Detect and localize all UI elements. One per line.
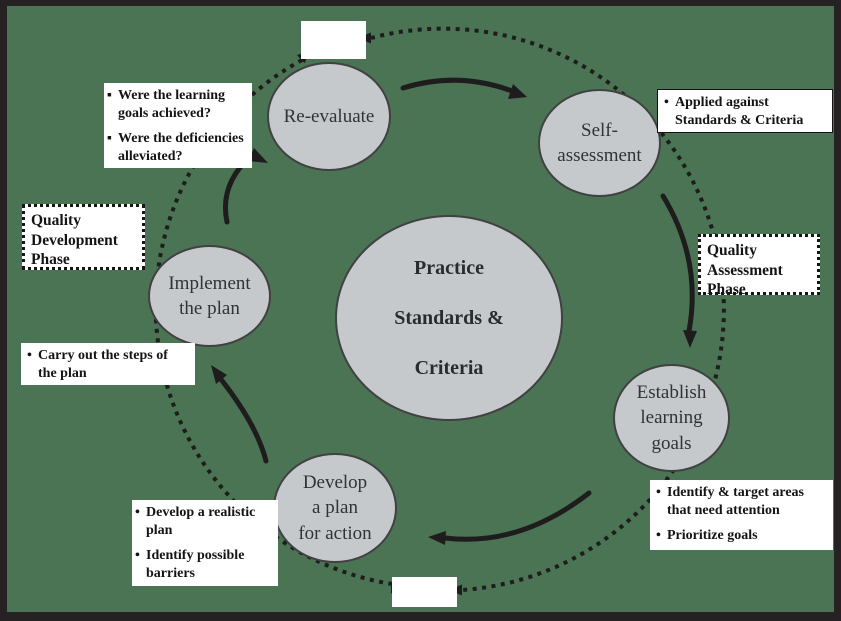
- blank-label-box-top: [301, 21, 366, 59]
- note-line: goals achieved?: [118, 105, 211, 121]
- bullet-icon: •: [664, 95, 669, 110]
- note-line: Identify & target areas: [667, 485, 804, 500]
- node-develop-line-2: a plan: [312, 497, 358, 519]
- node-implement-line-1: Implement: [168, 272, 251, 294]
- note-develop-realistic-plan: • Develop a realistic plan • Identify po…: [132, 500, 278, 586]
- bullet-icon: •: [135, 547, 140, 563]
- note-item: • Develop a realistic plan: [135, 504, 274, 540]
- bullet-icon: •: [135, 505, 140, 520]
- note-line: barriers: [146, 565, 195, 581]
- arrowhead-establish-to-develop-icon: [428, 531, 446, 545]
- blank-label-box-bottom: [392, 577, 457, 607]
- note-item: • Prioritize goals: [656, 527, 829, 545]
- note-line: Were the learning: [118, 88, 226, 103]
- arrowhead-reevaluate-to-selfassessment-icon: [508, 84, 527, 99]
- node-establish-learning-goals: Establish learning goals: [613, 364, 730, 472]
- note-item: • Identify possible barriers: [135, 547, 274, 583]
- center-line-3: Criteria: [414, 357, 484, 379]
- bullet-icon: •: [656, 527, 661, 543]
- arrow-establish-to-develop: [442, 490, 592, 542]
- note-line: Were the deficiencies: [118, 130, 244, 146]
- phase-line: Quality: [707, 242, 757, 259]
- node-implement-the-plan: Implement the plan: [148, 245, 271, 347]
- node-develop-line-3: for action: [298, 522, 372, 544]
- note-line: Develop a realistic: [146, 505, 256, 520]
- note-carry-out-steps: • Carry out the steps of the plan: [21, 343, 195, 385]
- arrowhead-develop-to-implement-icon: [211, 365, 227, 384]
- note-item: • Carry out the steps of the plan: [27, 347, 191, 383]
- node-develop-plan-for-action: Develop a plan for action: [273, 453, 397, 563]
- note-applied-against-standards: • Applied against Standards & Criteria: [657, 89, 833, 133]
- phase-label-quality-assessment: Quality Assessment Phase: [698, 234, 820, 298]
- node-establish-line-1: Establish: [636, 382, 707, 404]
- note-line: alleviated?: [118, 148, 183, 164]
- phase-line: Assessment: [707, 261, 783, 279]
- center-line-1: Practice: [414, 257, 484, 279]
- node-implement-line-2: the plan: [179, 298, 240, 319]
- node-self-assessment-line-1: Self-: [581, 119, 618, 141]
- note-item: ▪ Were the learning goals achieved?: [107, 87, 248, 123]
- arrow-reevaluate-to-selfassessment: [400, 77, 515, 94]
- note-line: plan: [146, 522, 173, 538]
- phase-label-quality-development: Quality Development Phase: [22, 204, 145, 270]
- node-establish-line-2: learning: [640, 407, 703, 429]
- node-self-assessment-line-2: assessment: [557, 145, 642, 166]
- note-line: Prioritize goals: [667, 527, 758, 543]
- center-line-2: Standards &: [394, 307, 504, 329]
- node-re-evaluate: Re-evaluate: [267, 62, 391, 171]
- node-self-assessment: Self- assessment: [538, 89, 661, 197]
- note-line: the plan: [38, 365, 87, 381]
- phase-line: Quality: [31, 212, 81, 229]
- phase-line: Phase: [31, 251, 70, 269]
- note-identify-target-areas: • Identify & target areas that need atte…: [650, 480, 833, 550]
- note-item: • Identify & target areas that need atte…: [656, 484, 829, 520]
- note-line: Identify possible: [146, 547, 245, 563]
- node-develop-line-1: Develop: [302, 472, 368, 494]
- phase-line: Development: [31, 231, 118, 249]
- center-circle-practice-standards: Practice Standards & Criteria: [335, 215, 563, 421]
- bullet-icon: •: [656, 485, 661, 500]
- note-line: that need attention: [667, 502, 780, 518]
- bullet-icon: •: [27, 348, 32, 363]
- arrow-develop-to-implement: [217, 375, 269, 464]
- note-line: Carry out the steps of: [38, 348, 168, 363]
- arrowhead-selfassessment-to-establish-icon: [683, 330, 697, 348]
- bullet-icon: ▪: [107, 88, 112, 103]
- arrow-selfassessment-to-establish: [660, 193, 695, 334]
- node-re-evaluate-label: Re-evaluate: [283, 105, 375, 127]
- bullet-icon: ▪: [107, 130, 112, 146]
- note-learning-goals: ▪ Were the learning goals achieved? ▪ We…: [104, 83, 252, 168]
- node-establish-line-3: goals: [651, 432, 692, 454]
- phase-line: Phase: [707, 281, 746, 299]
- arrowhead-implement-to-reevaluate-icon: [248, 148, 268, 163]
- note-line: Applied against: [675, 95, 769, 110]
- note-item: ▪ Were the deficiencies alleviated?: [107, 130, 248, 166]
- note-line: Standards & Criteria: [675, 112, 804, 128]
- note-item: • Applied against Standards & Criteria: [664, 94, 828, 130]
